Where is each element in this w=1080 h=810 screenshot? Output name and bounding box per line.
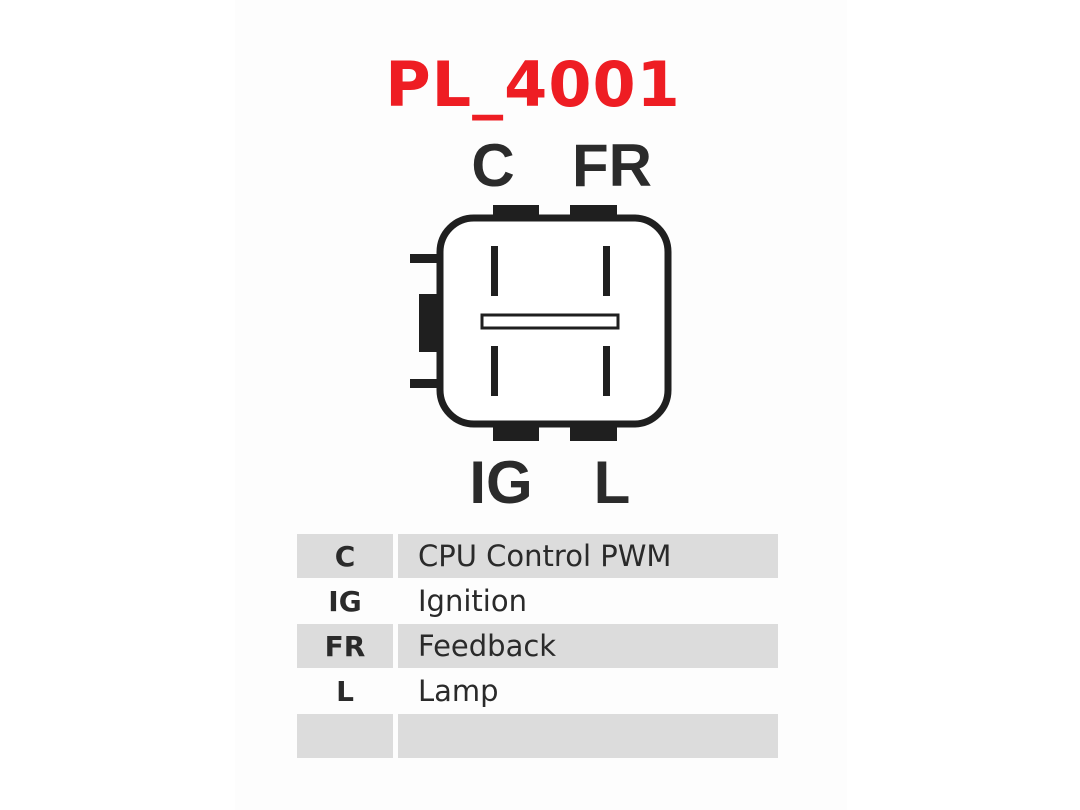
- pin-label-fr: FR: [572, 132, 652, 199]
- terminal-fr: [603, 246, 610, 296]
- legend-row: IG Ignition: [297, 579, 778, 623]
- legend-row: [297, 714, 778, 758]
- pin-legend-table: C CPU Control PWM IG Ignition FR Feedbac…: [292, 533, 783, 759]
- legend-code: IG: [328, 584, 362, 618]
- legend-code: FR: [297, 624, 393, 668]
- legend-code: [297, 714, 393, 758]
- legend-description: Lamp: [418, 674, 499, 708]
- connector-latch-top: [410, 254, 440, 263]
- pin-label-ig: IG: [469, 449, 532, 516]
- part-number-title: PL_4001: [385, 48, 681, 121]
- legend-description: Feedback: [398, 624, 778, 668]
- pin-label-c: C: [471, 132, 514, 199]
- connector-latch-bottom: [410, 379, 440, 388]
- legend-row: C CPU Control PWM: [297, 534, 778, 578]
- legend-description: CPU Control PWM: [398, 534, 778, 578]
- legend-row: FR Feedback: [297, 624, 778, 668]
- connector-diagram: C FR IG L: [410, 132, 672, 516]
- terminal-l: [603, 346, 610, 396]
- legend-code: L: [336, 674, 354, 708]
- legend-description: [398, 714, 778, 758]
- terminal-ig: [491, 346, 498, 396]
- connector-key-bar: [480, 313, 620, 330]
- legend-description: Ignition: [418, 584, 527, 618]
- legend-row: L Lamp: [297, 669, 778, 713]
- legend-code: C: [297, 534, 393, 578]
- pin-label-l: L: [594, 449, 631, 516]
- connector-latch-block: [419, 294, 440, 352]
- terminal-c: [491, 246, 498, 296]
